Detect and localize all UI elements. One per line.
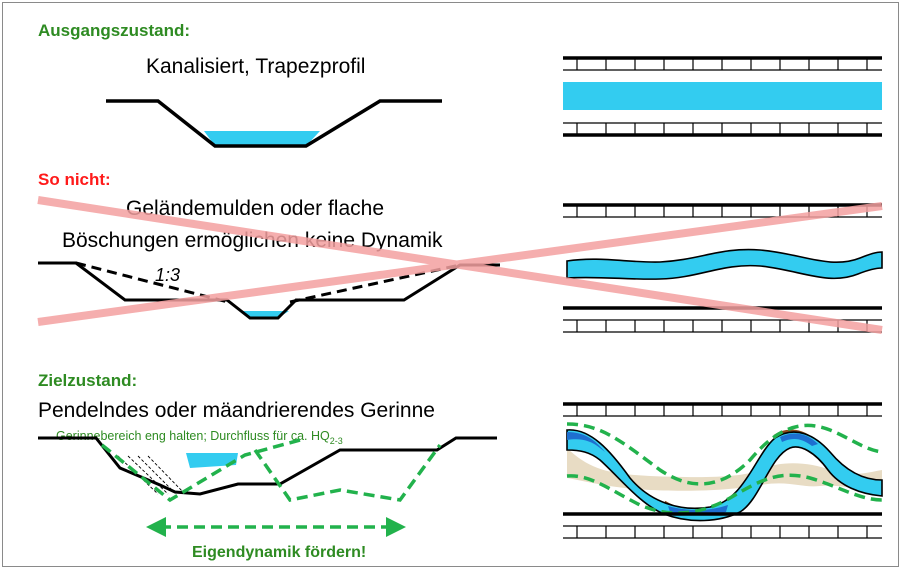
cross-out-mark [37, 196, 883, 334]
target-profile-line [38, 436, 497, 496]
target-cross-section [38, 436, 497, 503]
wrong-bottom-ticks [563, 320, 882, 332]
caption-initial-state: Kanalisiert, Trapezprofil [146, 55, 365, 78]
wrong-plan-view [563, 203, 883, 333]
target-corridor-lower [566, 473, 883, 515]
initial-top-ticks [563, 58, 882, 70]
target-gravel-bank [567, 448, 882, 492]
dynamics-arrow-head-right [386, 517, 406, 537]
target-note: Gerinnebereich eng halten; Durchfluss fü… [56, 429, 343, 446]
target-corridor-upper [566, 422, 883, 486]
target-water-fill [186, 453, 238, 468]
target-deep-pool-3 [780, 433, 818, 446]
target-deep-pool-1 [567, 432, 605, 452]
heading-initial-state: Ausgangszustand: [38, 21, 190, 40]
target-dashed-right [253, 443, 442, 502]
dynamics-arrow-head-left [146, 517, 166, 537]
initial-bottom-ticks [563, 123, 882, 135]
target-bottom-ticks [563, 526, 882, 538]
target-plan-view [563, 402, 883, 539]
dynamics-arrow [146, 517, 406, 537]
cross-out-line-2 [37, 202, 883, 326]
initial-profile-line [106, 99, 442, 148]
target-bank-hatch [117, 455, 186, 495]
target-meander-water [566, 429, 883, 522]
initial-water-fill [204, 131, 320, 146]
target-dashed-left [100, 438, 301, 503]
heading-target-state: Zielzustand: [38, 371, 137, 390]
wrong-water-fill [241, 311, 289, 318]
caption-wrong-line1: Geländemulden oder flache [126, 197, 384, 220]
heading-wrong-approach: So nicht: [38, 170, 111, 189]
wrong-profile-line [38, 261, 500, 320]
wrong-meander-water [566, 248, 883, 280]
caption-target-state: Pendelndes oder mäandrierendes Gerinne [38, 399, 435, 422]
dynamics-label: Eigendynamik fördern! [192, 544, 366, 561]
target-top-ticks [563, 404, 882, 416]
initial-plan-view [563, 56, 882, 137]
slope-ratio-label: 1:3 [155, 265, 180, 285]
initial-channel-water [563, 82, 882, 110]
initial-cross-section [106, 99, 442, 148]
